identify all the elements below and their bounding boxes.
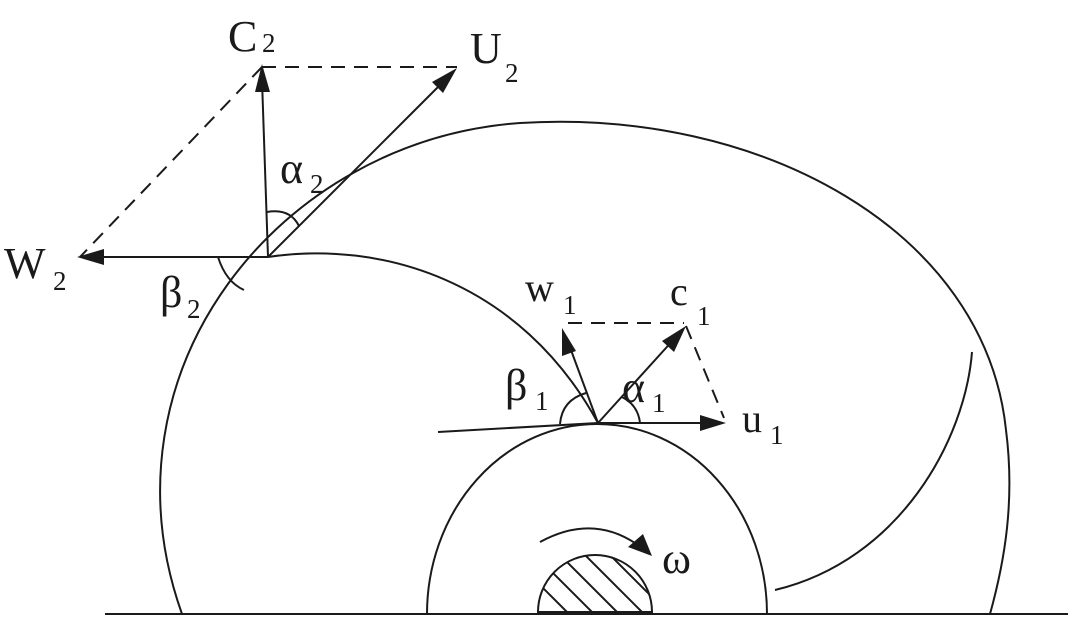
svg-text:1: 1 bbox=[563, 290, 577, 320]
u2-vector bbox=[267, 77, 448, 258]
svg-text:β: β bbox=[160, 268, 182, 317]
svg-text:α: α bbox=[622, 363, 645, 412]
svg-text:C: C bbox=[228, 12, 257, 61]
w1-vector bbox=[567, 341, 599, 424]
svg-text:α: α bbox=[280, 144, 303, 193]
u1-baseline bbox=[437, 422, 599, 433]
label-c1: c 1 bbox=[670, 269, 711, 331]
beta2-arc bbox=[217, 256, 245, 291]
u1-arrowhead bbox=[700, 415, 726, 431]
hub-hatching bbox=[538, 555, 652, 612]
rotation-arrowhead bbox=[628, 534, 652, 556]
label-c2: C 2 bbox=[228, 12, 276, 61]
casing-tongue bbox=[774, 351, 973, 591]
alpha1-arc bbox=[621, 396, 641, 424]
c1-arrowhead bbox=[662, 326, 686, 352]
svg-text:u: u bbox=[742, 396, 762, 441]
beta1-arc bbox=[559, 392, 587, 425]
svg-text:2: 2 bbox=[262, 28, 276, 58]
c2-arrowhead bbox=[255, 64, 270, 92]
svg-text:2: 2 bbox=[310, 169, 324, 199]
c1-vector bbox=[597, 337, 676, 424]
c2-vector bbox=[261, 79, 269, 258]
label-beta2: β 2 bbox=[160, 268, 201, 324]
dashed-c1-u1 bbox=[685, 325, 725, 419]
svg-text:1: 1 bbox=[652, 388, 666, 418]
svg-text:c: c bbox=[670, 269, 688, 314]
volute-casing bbox=[159, 120, 1011, 615]
blade-curve bbox=[267, 252, 599, 424]
omega-label: ω bbox=[662, 534, 691, 583]
svg-text:β: β bbox=[505, 361, 527, 410]
label-alpha2: α 2 bbox=[280, 144, 324, 199]
label-alpha1: α 1 bbox=[622, 363, 666, 418]
label-w1: w 1 bbox=[525, 265, 577, 320]
w2-arrowhead bbox=[77, 249, 104, 265]
svg-text:U: U bbox=[470, 24, 502, 73]
alpha2-arc bbox=[266, 210, 300, 227]
svg-text:1: 1 bbox=[770, 420, 784, 450]
rotation-arc bbox=[539, 527, 643, 549]
label-u2: U 2 bbox=[470, 24, 519, 88]
svg-text:1: 1 bbox=[697, 301, 711, 331]
impeller-disc bbox=[426, 423, 768, 615]
svg-text:W: W bbox=[4, 239, 46, 288]
u2-arrowhead bbox=[432, 68, 457, 93]
label-w2: W 2 bbox=[4, 239, 67, 296]
svg-text:2: 2 bbox=[505, 58, 519, 88]
svg-text:2: 2 bbox=[53, 266, 67, 296]
label-u1: u 1 bbox=[742, 396, 784, 450]
dashed-c2-w2 bbox=[79, 66, 263, 258]
w1-arrowhead bbox=[562, 328, 576, 356]
shaft-hub bbox=[536, 554, 654, 613]
svg-text:2: 2 bbox=[187, 294, 201, 324]
label-beta1: β 1 bbox=[505, 361, 549, 416]
svg-text:1: 1 bbox=[535, 386, 549, 416]
svg-text:w: w bbox=[525, 265, 554, 310]
